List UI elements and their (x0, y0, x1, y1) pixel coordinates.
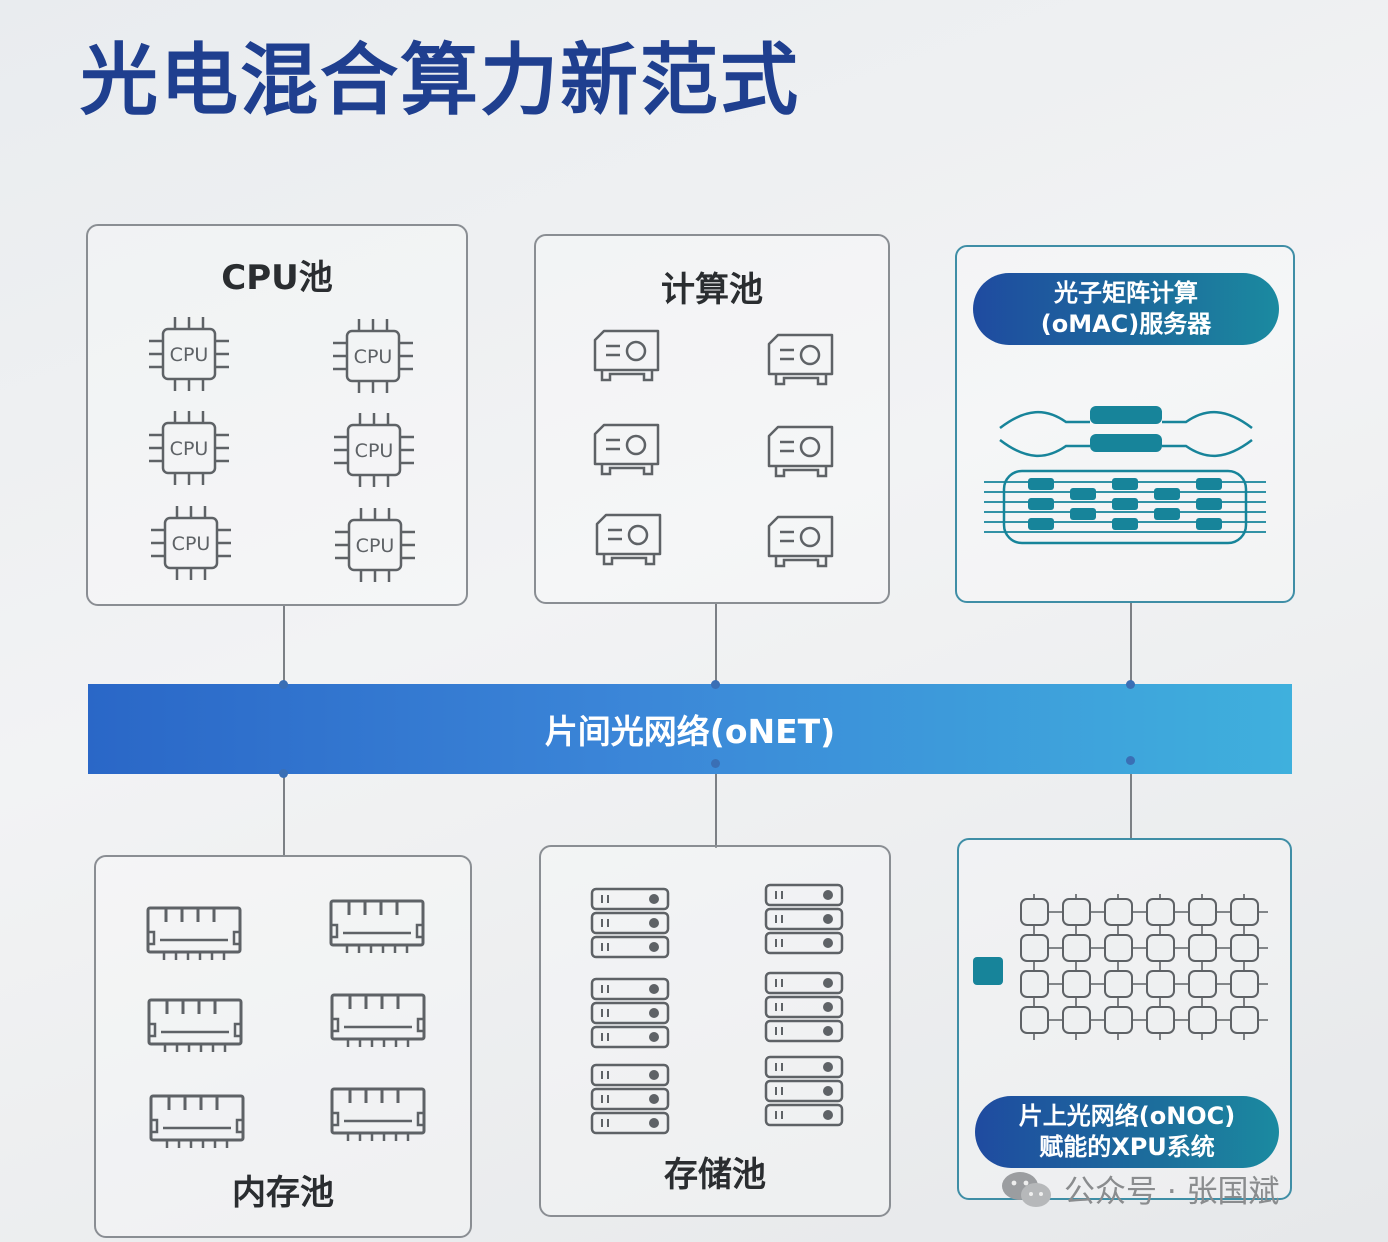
cpu-chip-icon: CPU (335, 508, 415, 582)
cpu-chip-label: CPU (170, 438, 209, 460)
cpu-pool-label: CPU池 (221, 258, 333, 298)
onet-bar: 片间光网络(oNET) (88, 684, 1292, 774)
cpu-chip-icon: CPU (151, 506, 231, 580)
photonic-waveguide-array-icon (984, 469, 1266, 545)
photonic-interferometer-icon (999, 406, 1253, 458)
omac-label-pill: 光子矩阵计算 (oMAC)服务器 (973, 273, 1279, 345)
accelerator-card-icon (767, 515, 834, 568)
compute-pool-label: 计算池 (661, 270, 763, 310)
memory-module-icon (329, 899, 425, 953)
wechat-icon (1002, 1171, 1051, 1207)
omac-label-line1: 光子矩阵计算 (1054, 279, 1198, 307)
page-title: 光电混合算力新范式 (80, 36, 801, 126)
cpu-chip-label: CPU (356, 535, 395, 557)
onet-port-omac-top (1126, 680, 1135, 689)
memory-pool-label: 内存池 (232, 1173, 334, 1213)
cpu-chip-label: CPU (355, 440, 394, 462)
onet-port-memory-bottom (279, 769, 288, 778)
onoc-label-line1: 片上光网络(oNOC) (1018, 1102, 1236, 1130)
memory-module-icon (149, 1094, 245, 1148)
omac-label-line2: (oMAC)服务器 (1040, 310, 1212, 338)
storage-pool-label: 存储池 (664, 1155, 766, 1195)
onoc-label-pill: 片上光网络(oNOC) 赋能的XPU系统 (975, 1096, 1279, 1168)
cpu-chip-label: CPU (172, 533, 211, 555)
memory-module-icon (330, 993, 426, 1047)
storage-server-icon (590, 887, 670, 959)
storage-server-icon (590, 1063, 670, 1135)
cpu-chip-icon: CPU (334, 413, 414, 487)
onet-port-onoc-bottom (1126, 756, 1135, 765)
cpu-chip-label: CPU (354, 346, 393, 368)
watermark: 公众号 · 张国斌 (1000, 1166, 1280, 1211)
storage-server-icon (590, 977, 670, 1049)
accelerator-card-icon (767, 333, 834, 386)
cpu-chip-label: CPU (170, 344, 209, 366)
storage-server-icon (764, 1055, 844, 1127)
onet-label: 片间光网络(oNET) (544, 712, 836, 751)
xpu-io-block-icon (973, 957, 1003, 985)
onet-port-cpu-top (279, 680, 288, 689)
memory-module-icon (330, 1087, 426, 1141)
onet-port-storage-bottom (711, 759, 720, 768)
cpu-pool: CPU池 (86, 224, 468, 606)
accelerator-card-icon (767, 425, 834, 478)
storage-server-icon (764, 883, 844, 955)
compute-pool: 计算池 (534, 234, 890, 604)
cpu-chip-icon: CPU (333, 319, 413, 393)
onet-port-compute-top (711, 680, 720, 689)
accelerator-card-icon (595, 513, 662, 566)
xpu-tile-grid-icon (1020, 894, 1268, 1040)
watermark-text: 公众号 · 张国斌 (1064, 1174, 1280, 1210)
onoc-label-line2: 赋能的XPU系统 (1039, 1133, 1215, 1161)
memory-module-icon (147, 998, 243, 1052)
storage-server-icon (764, 971, 844, 1043)
cpu-chip-icon: CPU (149, 317, 229, 391)
cpu-chip-icon: CPU (149, 411, 229, 485)
accelerator-card-icon (593, 329, 660, 382)
accelerator-card-icon (593, 423, 660, 476)
memory-module-icon (146, 906, 242, 960)
